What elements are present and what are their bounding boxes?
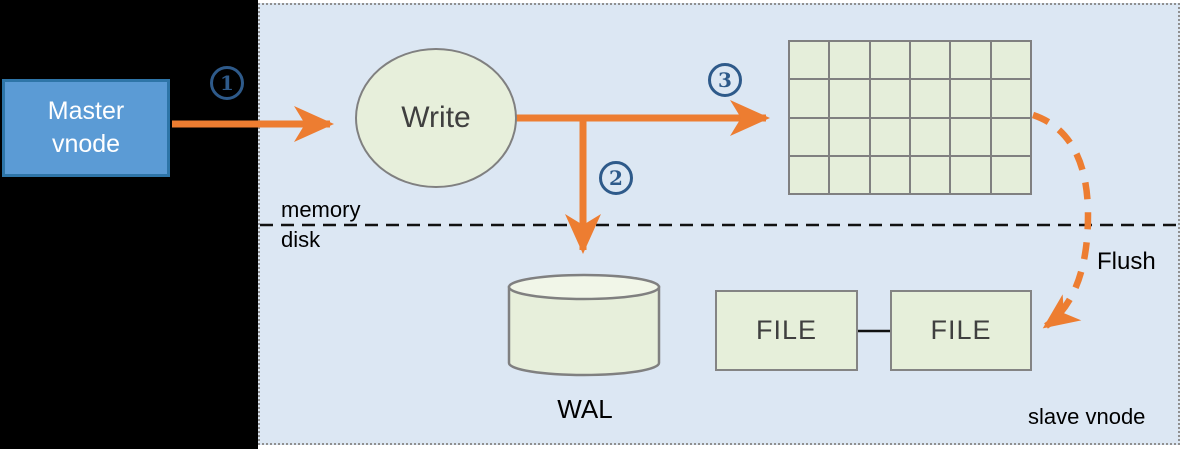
memtable-cell xyxy=(991,118,1030,155)
write-node-label: Write xyxy=(401,101,471,134)
memtable-cell xyxy=(870,156,909,193)
step-2-badge: 2 xyxy=(599,161,633,195)
memtable-cell xyxy=(910,42,950,79)
file-box-1-label: FILE xyxy=(755,315,818,345)
memtable-cell xyxy=(830,118,869,155)
file-box-2: FILE xyxy=(890,290,1032,371)
disk-label: disk xyxy=(281,227,321,252)
memtable-cell xyxy=(951,42,990,79)
memtable-cell xyxy=(991,156,1030,193)
wal-label: WAL xyxy=(557,394,613,424)
memtable-cell xyxy=(790,118,829,155)
memtable-cell xyxy=(991,42,1030,79)
wal-cylinder-rim xyxy=(507,273,661,301)
memtable-cell xyxy=(951,80,990,117)
file-box-2-label: FILE xyxy=(930,315,992,345)
memtable-cell xyxy=(830,80,869,117)
flush-arrow xyxy=(1031,111,1092,329)
master-vnode-label-line2: vnode xyxy=(51,130,121,158)
step-1-number: 1 xyxy=(220,71,234,95)
memtable-cell xyxy=(951,156,990,193)
memtable-cell xyxy=(870,80,909,117)
memtable-cell xyxy=(790,42,829,79)
memtable-cell xyxy=(830,42,869,79)
memtable-cell xyxy=(870,118,909,155)
flush-label: Flush xyxy=(1097,248,1156,275)
slave-vnode-label: slave vnode xyxy=(1028,404,1146,429)
master-vnode-label-line1: Master xyxy=(47,97,125,125)
memtable-cell xyxy=(830,156,869,193)
memtable-cell xyxy=(991,80,1030,117)
master-vnode-box: Master vnode xyxy=(2,79,170,177)
memtable-cell xyxy=(910,118,950,155)
memtable-cell xyxy=(910,156,950,193)
file-box-1: FILE xyxy=(715,290,858,371)
wal-cylinder-body xyxy=(507,285,661,377)
memtable-cell xyxy=(790,80,829,117)
wal-cylinder xyxy=(507,273,661,377)
step-1-badge: 1 xyxy=(210,66,244,100)
memtable-cell xyxy=(951,118,990,155)
memtable-grid xyxy=(788,40,1032,195)
memtable-cell xyxy=(870,42,909,79)
step-2-number: 2 xyxy=(609,166,623,190)
step-3-badge: 3 xyxy=(708,63,742,97)
memtable-cell xyxy=(790,156,829,193)
write-node: Write xyxy=(355,48,517,188)
memtable-cell xyxy=(910,80,950,117)
memory-label: memory xyxy=(281,197,361,222)
step-3-number: 3 xyxy=(718,68,732,92)
